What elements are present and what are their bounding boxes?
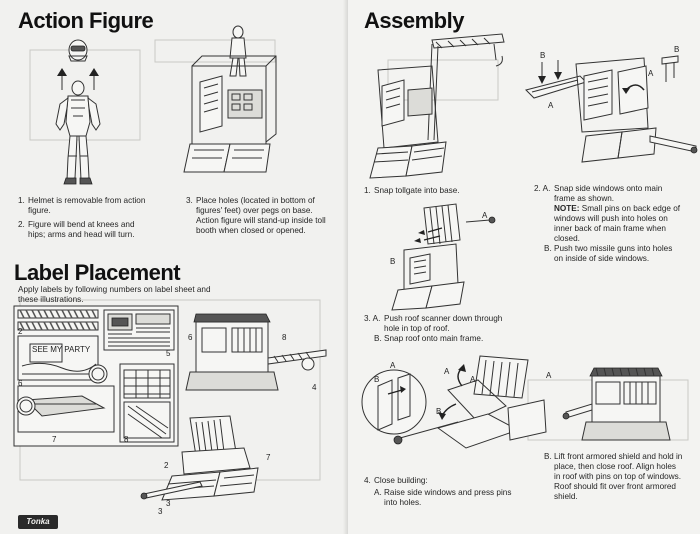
right-page: Assembly B A B bbox=[348, 0, 700, 534]
step-number: 2. A. bbox=[534, 184, 551, 193]
label-number: 2 bbox=[18, 327, 23, 336]
note-label: NOTE: bbox=[554, 204, 580, 213]
assembly-step-3a: 3. A. Push roof scanner down through hol… bbox=[364, 314, 514, 334]
booth-base-label-illustration: 2 7 3 3 bbox=[140, 415, 271, 516]
up-arrow-icon bbox=[57, 68, 99, 90]
label-number: 3 bbox=[158, 507, 163, 516]
step-text: Push two missile guns into holes on insi… bbox=[554, 244, 673, 263]
step-number: 1. bbox=[364, 186, 371, 195]
toll-booth-label-illustration: 6 8 4 bbox=[185, 313, 327, 392]
label-number: 3 bbox=[166, 499, 171, 508]
assembly-heading: Assembly bbox=[364, 8, 464, 33]
assembly-step-1: 1. Snap tollgate into base. bbox=[364, 186, 514, 196]
assembly-step4-illustration: A B A A B A bbox=[361, 355, 552, 449]
step-number: 2. bbox=[18, 220, 25, 229]
step-number: A. bbox=[374, 488, 382, 497]
step-text: Lift front armored shield and hold in pl… bbox=[554, 452, 683, 501]
label-placement-instructions: Apply labels by following numbers on lab… bbox=[18, 285, 211, 304]
assembly-step-2b: B. Push two missile guns into holes on i… bbox=[544, 244, 682, 264]
label-number: 8 bbox=[124, 435, 129, 444]
label-number: 7 bbox=[266, 453, 271, 462]
step-text: Figure will bend at knees and hips; arms… bbox=[28, 220, 135, 239]
step-text: Helmet is removable from action figure. bbox=[28, 196, 146, 215]
stop-sign-icon bbox=[16, 396, 36, 416]
assembly-step-2-note: NOTE: Small pins on back edge of windows… bbox=[554, 204, 682, 244]
label-number: 4 bbox=[312, 383, 317, 392]
brand-logo: Tonka bbox=[18, 515, 58, 529]
sheet-text: SEE MY PARTY bbox=[32, 345, 91, 354]
action-figure-heading: Action Figure bbox=[18, 8, 154, 33]
helmet-icon bbox=[68, 39, 88, 62]
left-page: Action Figure bbox=[0, 0, 348, 534]
callout-a: A bbox=[548, 101, 554, 110]
assembly-step2-illustration: B A B A bbox=[525, 45, 698, 163]
toll-booth-figure-illustration bbox=[183, 25, 277, 173]
step-text: Snap tollgate into base. bbox=[374, 186, 460, 195]
label-number: 6 bbox=[188, 333, 193, 342]
callout-b: B bbox=[540, 51, 545, 60]
step-number: B. bbox=[544, 452, 552, 461]
action-step-1: 1. Helmet is removable from action figur… bbox=[18, 196, 148, 216]
label-number: 5 bbox=[166, 349, 171, 358]
callout-a: A bbox=[482, 211, 488, 220]
label-number: 8 bbox=[282, 333, 287, 342]
action-step-3: 3. Place holes (located in bottom of fig… bbox=[186, 196, 326, 236]
callout-a: A bbox=[444, 367, 450, 376]
step-number: 3. bbox=[186, 196, 193, 205]
label-number: 7 bbox=[52, 435, 57, 444]
action-figure-illustration bbox=[55, 39, 101, 185]
step-text: Push roof scanner down through hole in t… bbox=[384, 314, 503, 333]
step-text: Snap side windows onto main frame as sho… bbox=[554, 184, 663, 203]
callout-b: B bbox=[390, 257, 395, 266]
callout-b: B bbox=[436, 407, 441, 416]
step-text: Close building: bbox=[374, 476, 428, 485]
step-text: Place holes (located in bottom of figure… bbox=[196, 196, 326, 235]
action-step-2: 2. Figure will bend at knees and hips; a… bbox=[18, 220, 150, 240]
step-text: Snap roof onto main frame. bbox=[384, 334, 484, 343]
step-number: B. bbox=[544, 244, 552, 253]
callout-b: B bbox=[674, 45, 679, 54]
assembly-step-3b: B. Snap roof onto main frame. bbox=[374, 334, 524, 344]
assembly-step-4: 4. Close building: bbox=[364, 476, 514, 486]
assembly-step-4a: A. Raise side windows and press pins int… bbox=[374, 488, 524, 508]
step-number: B. bbox=[374, 334, 382, 343]
label-placement-heading: Label Placement bbox=[14, 260, 181, 285]
step-text: Raise side windows and press pins into h… bbox=[384, 488, 512, 507]
assembly-step3-illustration: A B bbox=[390, 203, 496, 311]
closed-booth-illustration bbox=[562, 367, 671, 441]
note-text: Small pins on back edge of windows will … bbox=[554, 204, 681, 243]
step-number: 4. bbox=[364, 476, 371, 485]
assembly-step1-illustration bbox=[369, 33, 505, 179]
callout-a: A bbox=[648, 69, 654, 78]
stop-sign-icon bbox=[88, 364, 108, 384]
label-number: 6 bbox=[18, 379, 23, 388]
step-number: 1. bbox=[18, 196, 25, 205]
callout-a: A bbox=[546, 371, 552, 380]
callout-a: A bbox=[470, 375, 476, 384]
callout-a: A bbox=[390, 361, 396, 370]
step-number: 3. A. bbox=[364, 314, 381, 323]
figure-body bbox=[55, 95, 101, 185]
assembly-step-4b: B. Lift front armored shield and hold in… bbox=[544, 452, 684, 502]
assembly-step-2a: 2. A. Snap side windows onto main frame … bbox=[534, 184, 674, 204]
label-number: 2 bbox=[164, 461, 169, 470]
callout-b: B bbox=[374, 375, 379, 384]
